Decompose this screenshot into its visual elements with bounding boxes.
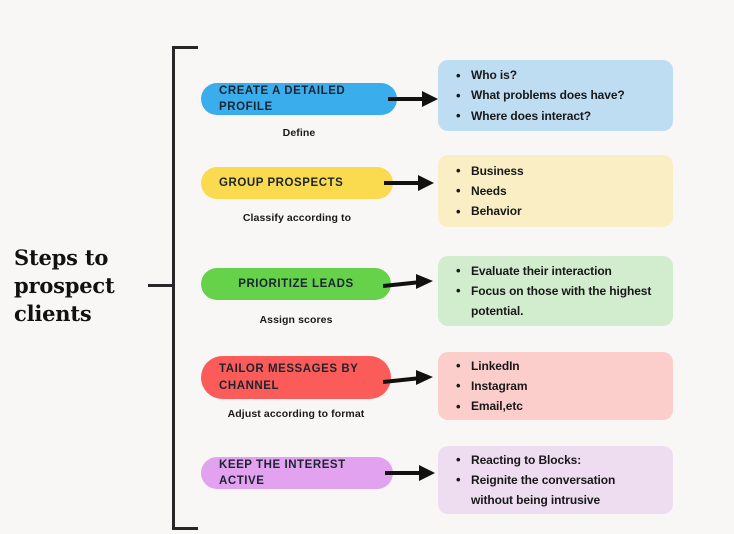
step-pill-2[interactable]: GROUP PROSPECTS xyxy=(201,167,393,199)
bracket-spine xyxy=(172,46,175,530)
step-pill-3[interactable]: PRIORITIZE LEADS xyxy=(201,268,391,300)
list-item: Evaluate their interaction xyxy=(454,260,659,282)
step-bullet-list-4: LinkedIn Instagram Email,etc xyxy=(454,355,659,418)
step-bullet-list-5: Reacting to Blocks: Reignite the convers… xyxy=(454,449,659,510)
step-pill-label-2: GROUP PROSPECTS xyxy=(219,176,344,189)
step-caption-3: Assign scores xyxy=(259,314,333,326)
step-pill-label-1: CREATE A DETAILED PROFILE xyxy=(219,84,346,113)
arrow-icon-5 xyxy=(385,465,435,481)
step-caption-1: Define xyxy=(282,127,316,139)
arrow-icon-3 xyxy=(383,274,433,289)
step-pill-5[interactable]: KEEP THE INTEREST ACTIVE xyxy=(201,457,393,489)
step-box-3: Evaluate their interaction Focus on thos… xyxy=(438,256,673,326)
step-pill-label-5: KEEP THE INTEREST ACTIVE xyxy=(219,458,346,487)
step-box-4: LinkedIn Instagram Email,etc xyxy=(438,352,673,420)
bracket-tick-middle xyxy=(148,284,174,287)
step-bullet-list-2: Business Needs Behavior xyxy=(454,160,659,223)
step-pill-4[interactable]: TAILOR MESSAGES BY CHANNEL xyxy=(201,356,391,399)
list-item: Focus on those with the highest potentia… xyxy=(454,280,659,321)
list-item: Where does interact? xyxy=(454,105,659,127)
bracket-arm-top xyxy=(172,46,198,49)
list-item: Behavior xyxy=(454,201,659,223)
arrow-icon-4 xyxy=(383,370,433,385)
list-item: Instagram xyxy=(454,375,659,397)
list-item: Who is? xyxy=(454,65,659,87)
arrow-icon-1 xyxy=(388,91,438,107)
list-item: Reignite the conversation without being … xyxy=(454,469,659,510)
arrow-icon-2 xyxy=(384,175,434,191)
bracket-arm-bottom xyxy=(172,527,198,530)
step-caption-2: Classify according to xyxy=(242,212,352,224)
list-item: Reacting to Blocks: xyxy=(454,449,659,471)
step-bullet-list-3: Evaluate their interaction Focus on thos… xyxy=(454,260,659,321)
step-box-5: Reacting to Blocks: Reignite the convers… xyxy=(438,446,673,514)
step-bullet-list-1: Who is? What problems does have? Where d… xyxy=(454,65,659,127)
list-item: Business xyxy=(454,160,659,182)
step-box-2: Business Needs Behavior xyxy=(438,155,673,227)
step-caption-4: Adjust according to format xyxy=(227,408,365,420)
step-pill-label-3: PRIORITIZE LEADS xyxy=(238,277,354,290)
list-item: Email,etc xyxy=(454,396,659,418)
step-pill-label-4: TAILOR MESSAGES BY CHANNEL xyxy=(219,363,359,392)
page-title: Steps to prospect clients xyxy=(14,245,115,326)
step-box-1: Who is? What problems does have? Where d… xyxy=(438,60,673,131)
list-item: Needs xyxy=(454,180,659,202)
list-item: What problems does have? xyxy=(454,85,659,107)
step-pill-1[interactable]: CREATE A DETAILED PROFILE xyxy=(201,83,397,115)
list-item: LinkedIn xyxy=(454,355,659,377)
